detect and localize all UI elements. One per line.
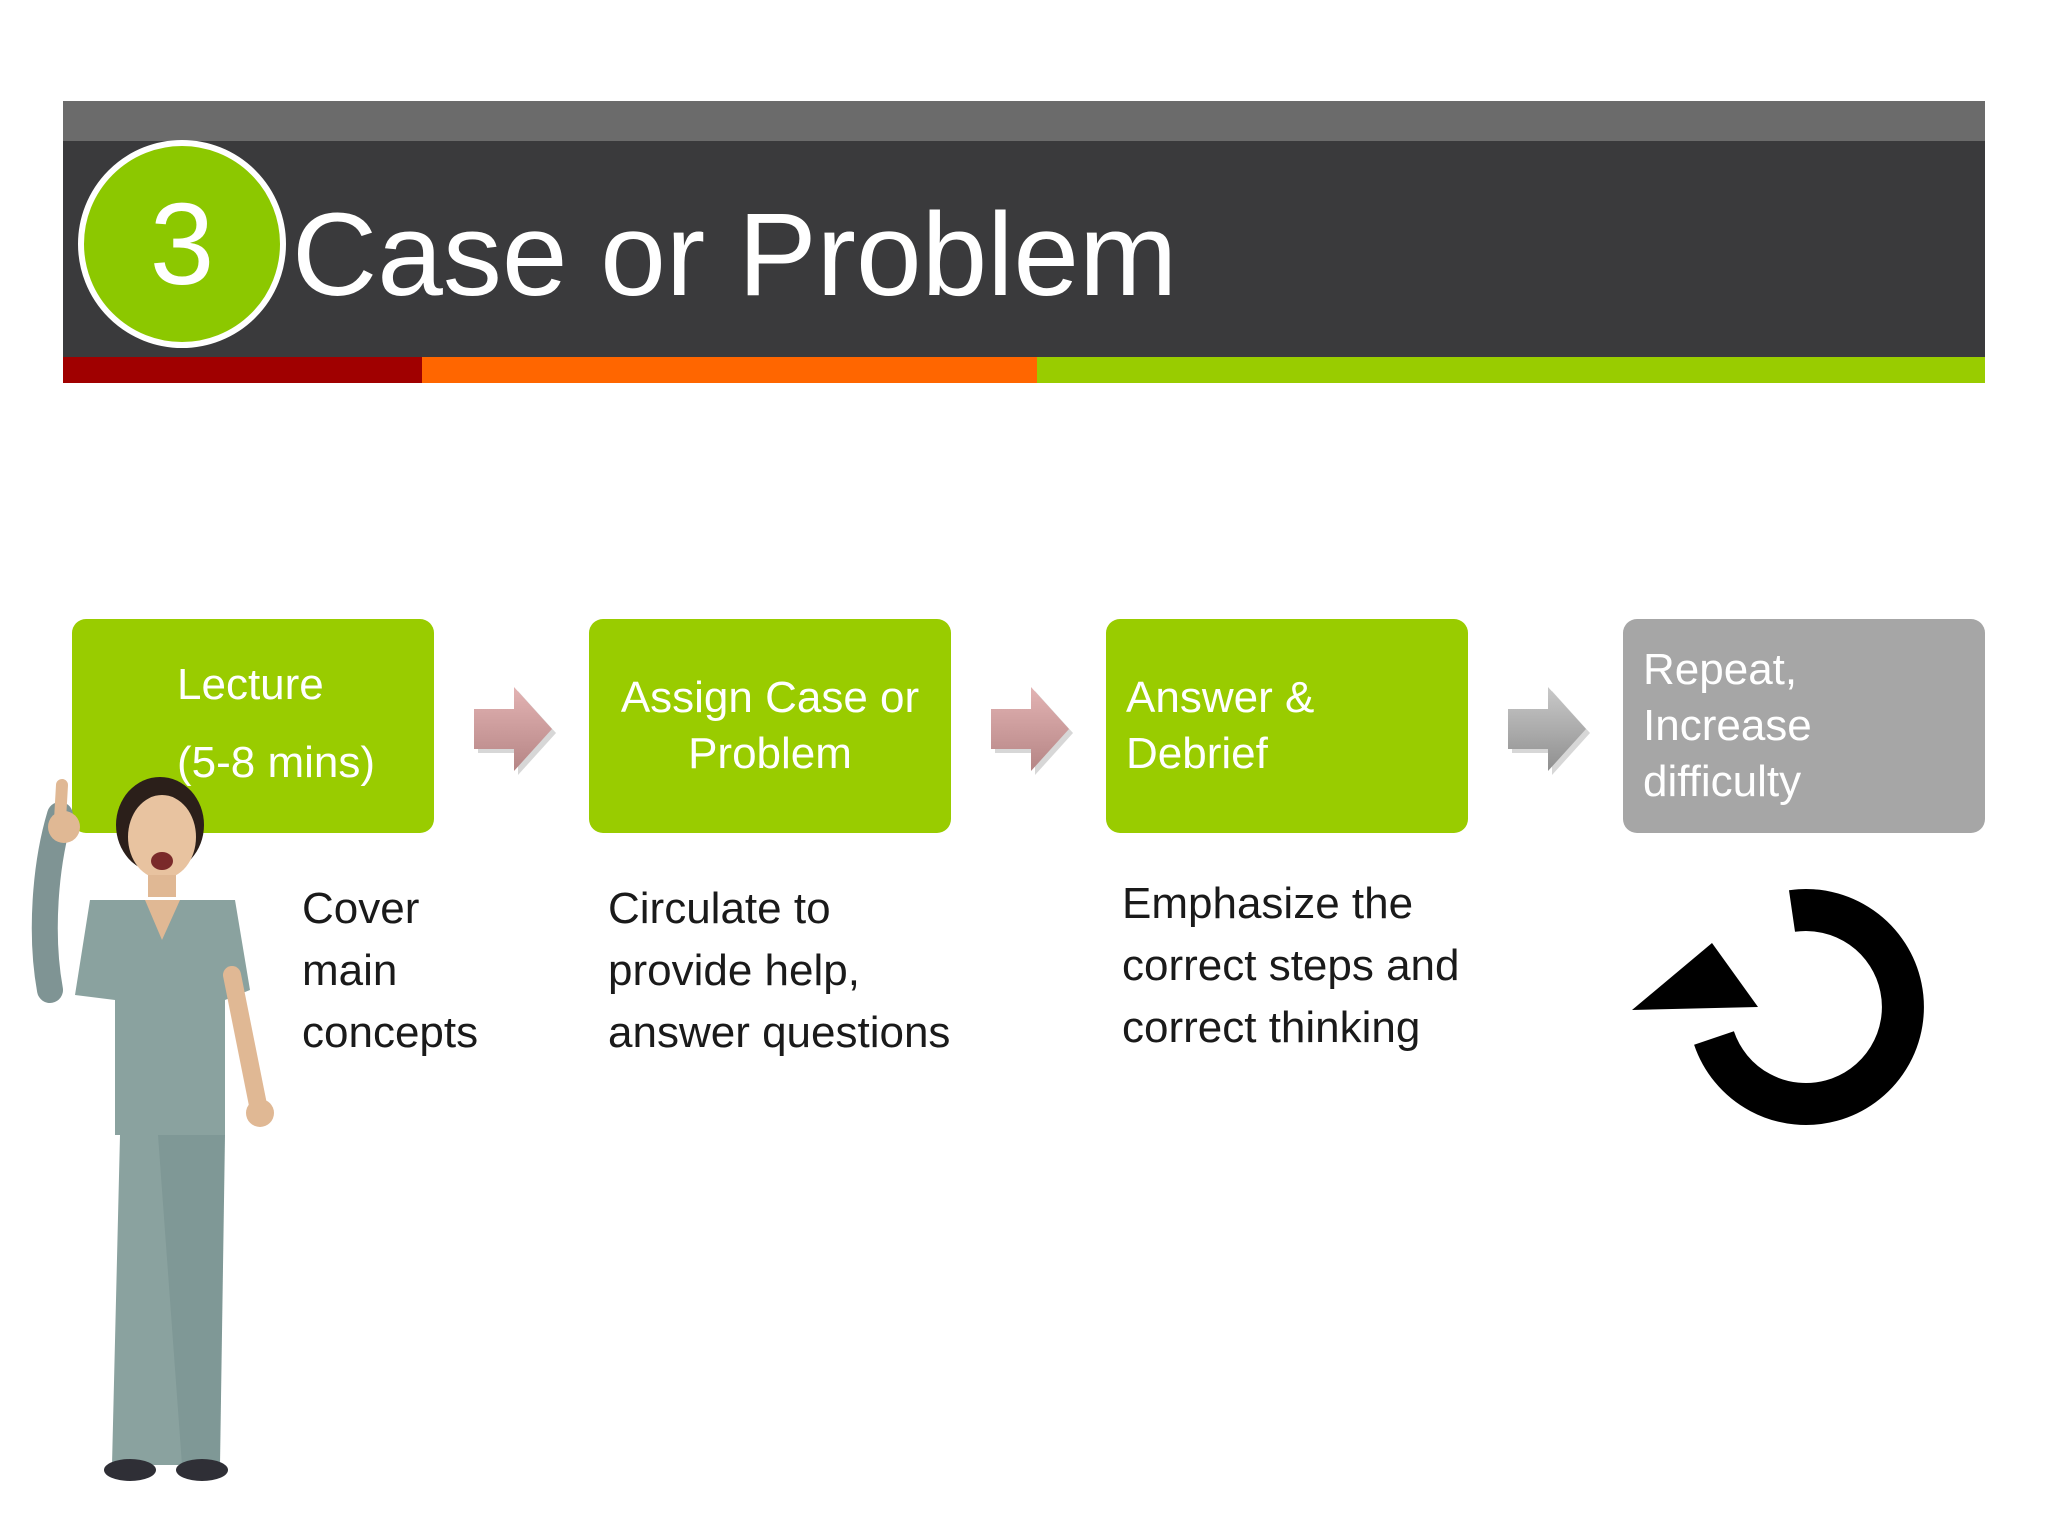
- pointing-person-illustration: [31, 777, 274, 1481]
- step-sublabel: (5-8 mins): [177, 738, 376, 787]
- accent-stripe-orange: [422, 357, 1037, 383]
- step-label: Assign Case or: [620, 673, 920, 722]
- step-description-lecture: Cover main concepts: [302, 884, 479, 1057]
- step-label: Problem: [688, 729, 852, 778]
- step-label: Answer &: [1126, 673, 1315, 722]
- slide-number: 3: [149, 179, 215, 309]
- step-box-debrief: Answer & Debrief: [1106, 619, 1468, 833]
- step-label: difficulty: [1643, 757, 1802, 806]
- slide-number-badge: 3: [78, 140, 286, 348]
- right-arrow-icon: [474, 687, 556, 775]
- step-label: Repeat,: [1643, 645, 1798, 694]
- right-arrow-icon: [991, 687, 1073, 775]
- accent-stripe-green: [1037, 357, 1985, 383]
- accent-stripe-red: [63, 357, 422, 383]
- step-label: Increase: [1643, 701, 1812, 750]
- slide-title: Case or Problem: [292, 189, 1178, 321]
- right-arrow-icon: [1508, 687, 1590, 775]
- header-bar: [63, 141, 1985, 357]
- step-box-repeat: Repeat, Increase difficulty: [1623, 619, 1985, 833]
- step-description-debrief: Emphasize the correct steps and correct …: [1122, 879, 1460, 1052]
- step-description-assign: Circulate to provide help, answer questi…: [608, 884, 951, 1057]
- refresh-cycle-icon: [1632, 889, 1924, 1125]
- step-label: Lecture: [177, 660, 324, 709]
- step-label: Debrief: [1126, 729, 1268, 778]
- header-top-band: [63, 101, 1985, 141]
- step-box-assign: Assign Case or Problem: [589, 619, 951, 833]
